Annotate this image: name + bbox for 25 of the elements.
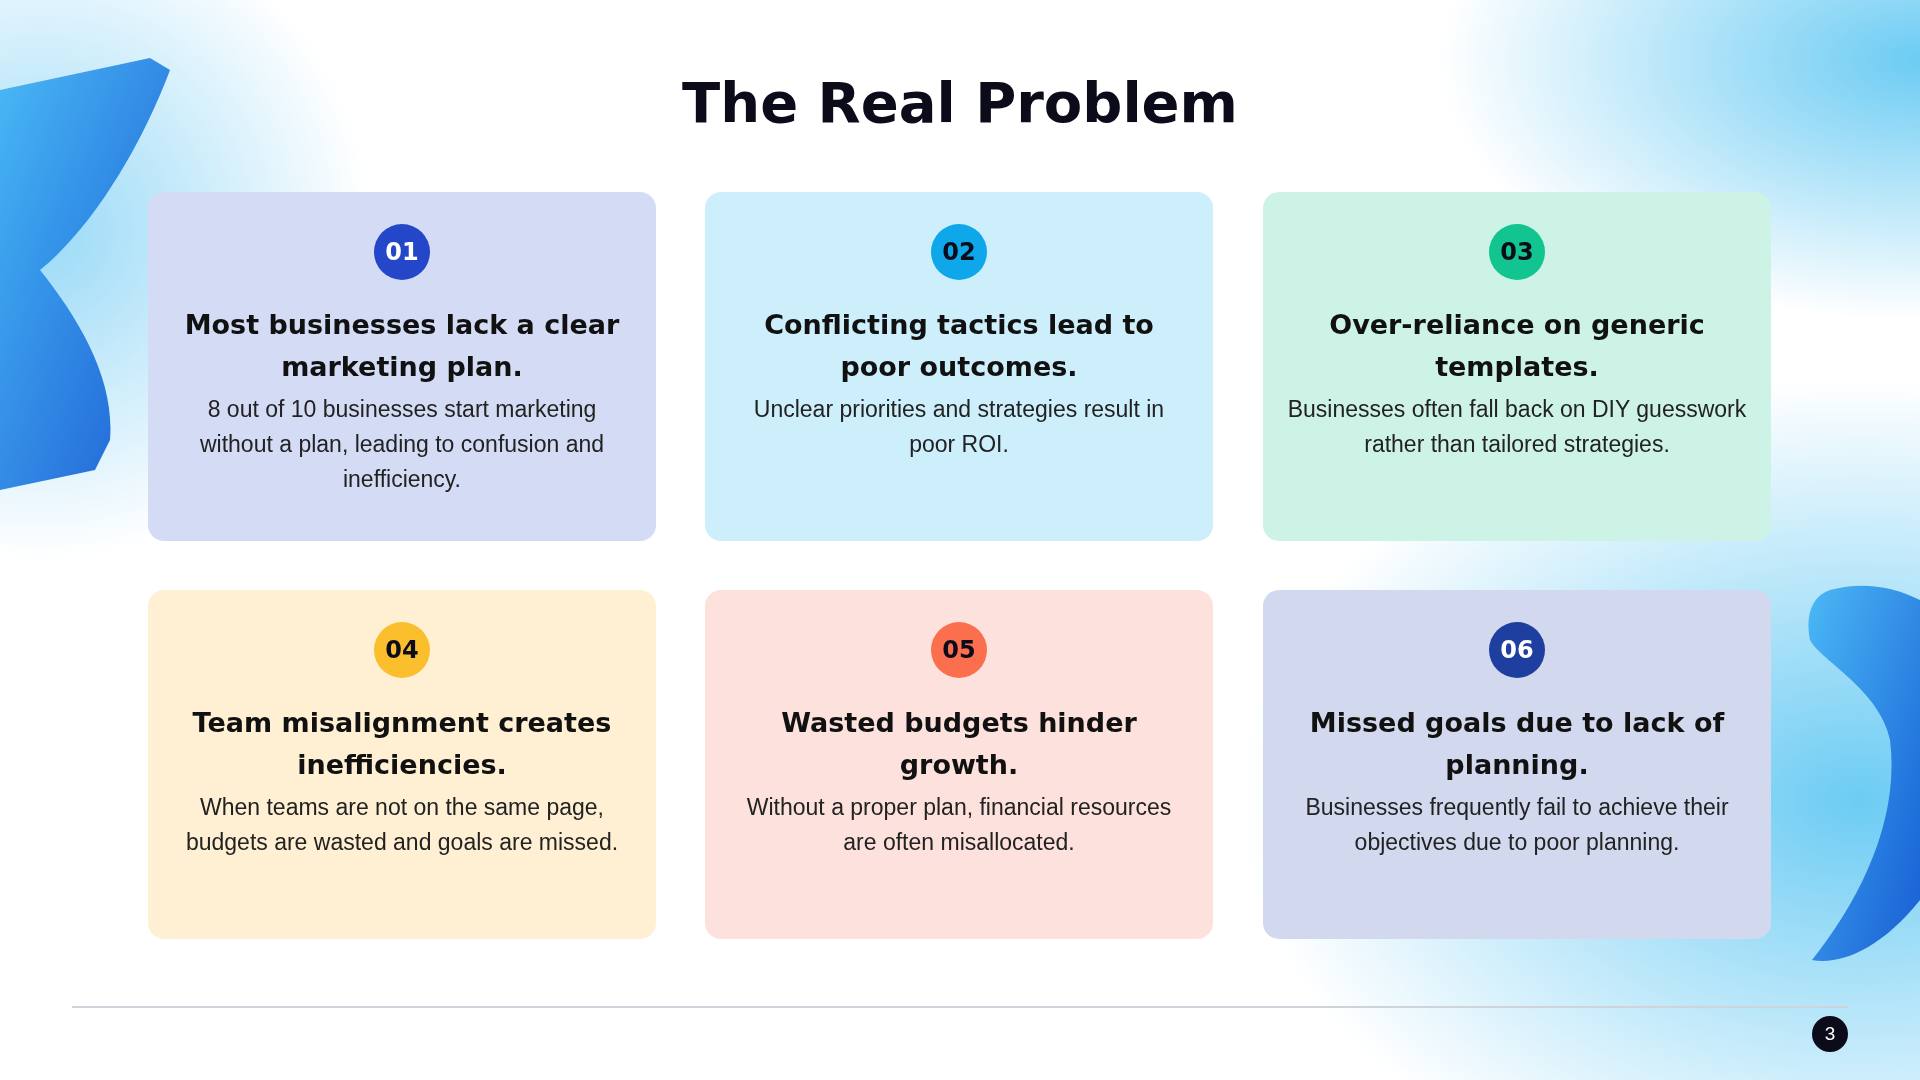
card-heading: Most businesses lack a clear marketing plan. xyxy=(183,308,621,384)
card-heading: Conflicting tactics lead to poor outcomes. xyxy=(763,308,1155,384)
problem-card xyxy=(148,590,656,939)
number-badge: 04 xyxy=(374,622,430,678)
card-description: Without a proper plan, financial resources are often misallocated. xyxy=(745,793,1173,857)
problem-card xyxy=(1263,590,1771,939)
card-heading: Wasted budgets hinder growth. xyxy=(780,706,1138,782)
card-heading: Team misalignment creates inefficiencies. xyxy=(191,706,613,782)
number-badge: 06 xyxy=(1489,622,1545,678)
problem-card xyxy=(1263,192,1771,541)
problem-card xyxy=(705,192,1213,541)
number-badge: 03 xyxy=(1489,224,1545,280)
number-badge: 05 xyxy=(931,622,987,678)
number-badge: 01 xyxy=(374,224,430,280)
card-heading: Over-reliance on generic templates. xyxy=(1328,308,1706,384)
card-heading: Missed goals due to lack of planning. xyxy=(1308,706,1726,782)
number-badge: 02 xyxy=(931,224,987,280)
card-description: 8 out of 10 businesses start marketing without a plan, leading to confusion and inefficiency. xyxy=(198,395,606,494)
card-description: When teams are not on the same page, budgets are wasted and goals are missed. xyxy=(184,793,620,857)
card-description: Businesses frequently fail to achieve their objectives due to poor planning. xyxy=(1304,793,1730,857)
card-description: Businesses often fall back on DIY guesswork rather than tailored strategies. xyxy=(1287,395,1747,459)
card-description: Unclear priorities and strategies result in poor ROI. xyxy=(752,395,1166,459)
slide-title: The Real Problem xyxy=(681,70,1239,135)
problem-card xyxy=(148,192,656,541)
problem-card xyxy=(705,590,1213,939)
